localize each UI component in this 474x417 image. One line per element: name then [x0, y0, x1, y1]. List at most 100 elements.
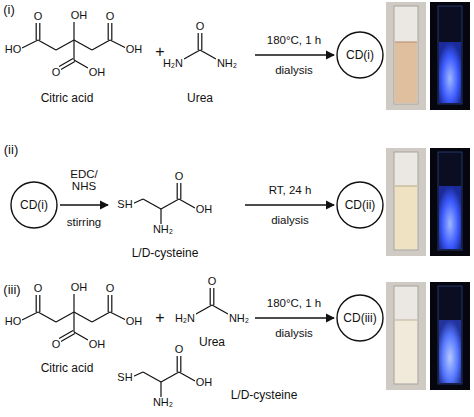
- bond-line: [212, 305, 228, 314]
- chemical-bond: [161, 372, 179, 382]
- chemical-bond: [74, 332, 88, 340]
- atom-label: O: [105, 283, 116, 295]
- bond-line: [74, 60, 88, 68]
- circle-outline: [337, 182, 383, 228]
- chemical-bond: [92, 40, 110, 50]
- bond-line: [59, 330, 73, 338]
- atom-label: O: [33, 11, 44, 23]
- bond-line: [177, 356, 178, 372]
- bond-line: [180, 356, 181, 372]
- chemical-bond: [59, 330, 75, 341]
- chemical-bond: [74, 40, 92, 50]
- bond-line: [177, 183, 178, 199]
- atom-label: O: [174, 344, 185, 356]
- chemical-bond: [132, 199, 143, 204]
- condition-label: dialysis: [274, 64, 314, 76]
- bond-line: [179, 199, 195, 208]
- chemical-bond: [92, 312, 110, 322]
- product-circle: CD(ii): [336, 181, 384, 229]
- atom-label: OH: [125, 316, 144, 328]
- cuvette-photo: [386, 148, 426, 256]
- fluorescence-photo: [430, 282, 470, 390]
- atom-label: O: [207, 276, 218, 288]
- cuvette-photo: [386, 282, 426, 390]
- product-circle: CD(i): [336, 31, 384, 79]
- bond-line: [56, 40, 74, 50]
- chemical-bond: [73, 40, 74, 60]
- bond-line: [200, 50, 216, 59]
- chemical-bond: [74, 60, 88, 68]
- atom-label: O: [51, 339, 62, 351]
- reaction-arrow: [255, 54, 334, 55]
- bond-line: [61, 334, 75, 342]
- bond-line: [73, 294, 74, 312]
- atom-label: OH: [70, 10, 89, 22]
- chemical-bond: [73, 312, 74, 332]
- bond-line: [108, 23, 109, 40]
- bond-line: [61, 62, 75, 70]
- fluorescence-photo: [430, 2, 470, 110]
- bond-line: [108, 295, 109, 312]
- bond-line: [59, 58, 73, 66]
- bond-line: [198, 33, 199, 50]
- bond-line: [22, 40, 38, 48]
- bond-line: [36, 23, 37, 40]
- bond-line: [180, 183, 181, 199]
- compound-name: Citric acid: [40, 92, 95, 105]
- chemical-bond: [56, 40, 74, 50]
- panel-label: (iii): [2, 283, 21, 297]
- bond-line: [196, 305, 212, 314]
- cuvette-photo: [386, 2, 426, 110]
- compound-name: Urea: [198, 336, 226, 349]
- bond-line: [73, 40, 74, 60]
- chemical-bond: [160, 209, 161, 224]
- chemical-bond: [143, 199, 161, 209]
- bond-line: [201, 33, 202, 50]
- chemical-bond: [22, 312, 38, 320]
- bond-line: [74, 40, 92, 50]
- product-circle: CD(i): [10, 181, 58, 229]
- panel-label: (i): [2, 3, 16, 17]
- condition-label: dialysis: [270, 214, 310, 226]
- atom-label: OH: [88, 67, 107, 79]
- atom-label: HO: [4, 316, 23, 328]
- chemical-bond: [210, 288, 214, 305]
- bond-line: [38, 312, 56, 322]
- product-circle: CD(iii): [336, 294, 384, 342]
- bond-line: [38, 40, 56, 50]
- atom-label: H₂N: [174, 313, 196, 325]
- node-label: CD(iii): [343, 311, 376, 325]
- atom-label: O: [105, 11, 116, 23]
- chemical-bond: [73, 294, 74, 312]
- chemical-bond: [132, 372, 143, 377]
- compound-name: L/D-cysteine: [131, 247, 200, 260]
- chemical-bond: [59, 58, 75, 69]
- chemical-bond: [200, 50, 216, 59]
- chemical-bond: [74, 312, 92, 322]
- bond-line: [73, 22, 74, 40]
- atom-label: OH: [88, 339, 107, 351]
- chemical-bond: [177, 183, 181, 199]
- compound-name: Citric acid: [40, 362, 95, 375]
- condition-label: 180°C, 1 h: [266, 297, 322, 309]
- bond-line: [111, 23, 112, 40]
- bond-line: [161, 372, 179, 382]
- bond-line: [160, 209, 161, 224]
- node-label: CD(ii): [345, 198, 376, 212]
- bond-line: [39, 23, 40, 40]
- atom-label: O: [195, 21, 206, 33]
- chemical-bond: [110, 40, 126, 48]
- atom-label: OH: [125, 44, 144, 56]
- atom-label: OH: [195, 204, 214, 216]
- bond-line: [132, 372, 143, 377]
- chemical-bond: [179, 372, 195, 381]
- bond-line: [22, 312, 38, 320]
- chemical-bond: [36, 23, 40, 40]
- chemical-bond: [161, 199, 179, 209]
- bond-line: [110, 312, 126, 320]
- bond-line: [132, 199, 143, 204]
- chemical-bond: [38, 312, 56, 322]
- bond-line: [213, 288, 214, 305]
- atom-label: SH: [116, 199, 133, 211]
- chemical-bond: [212, 305, 228, 314]
